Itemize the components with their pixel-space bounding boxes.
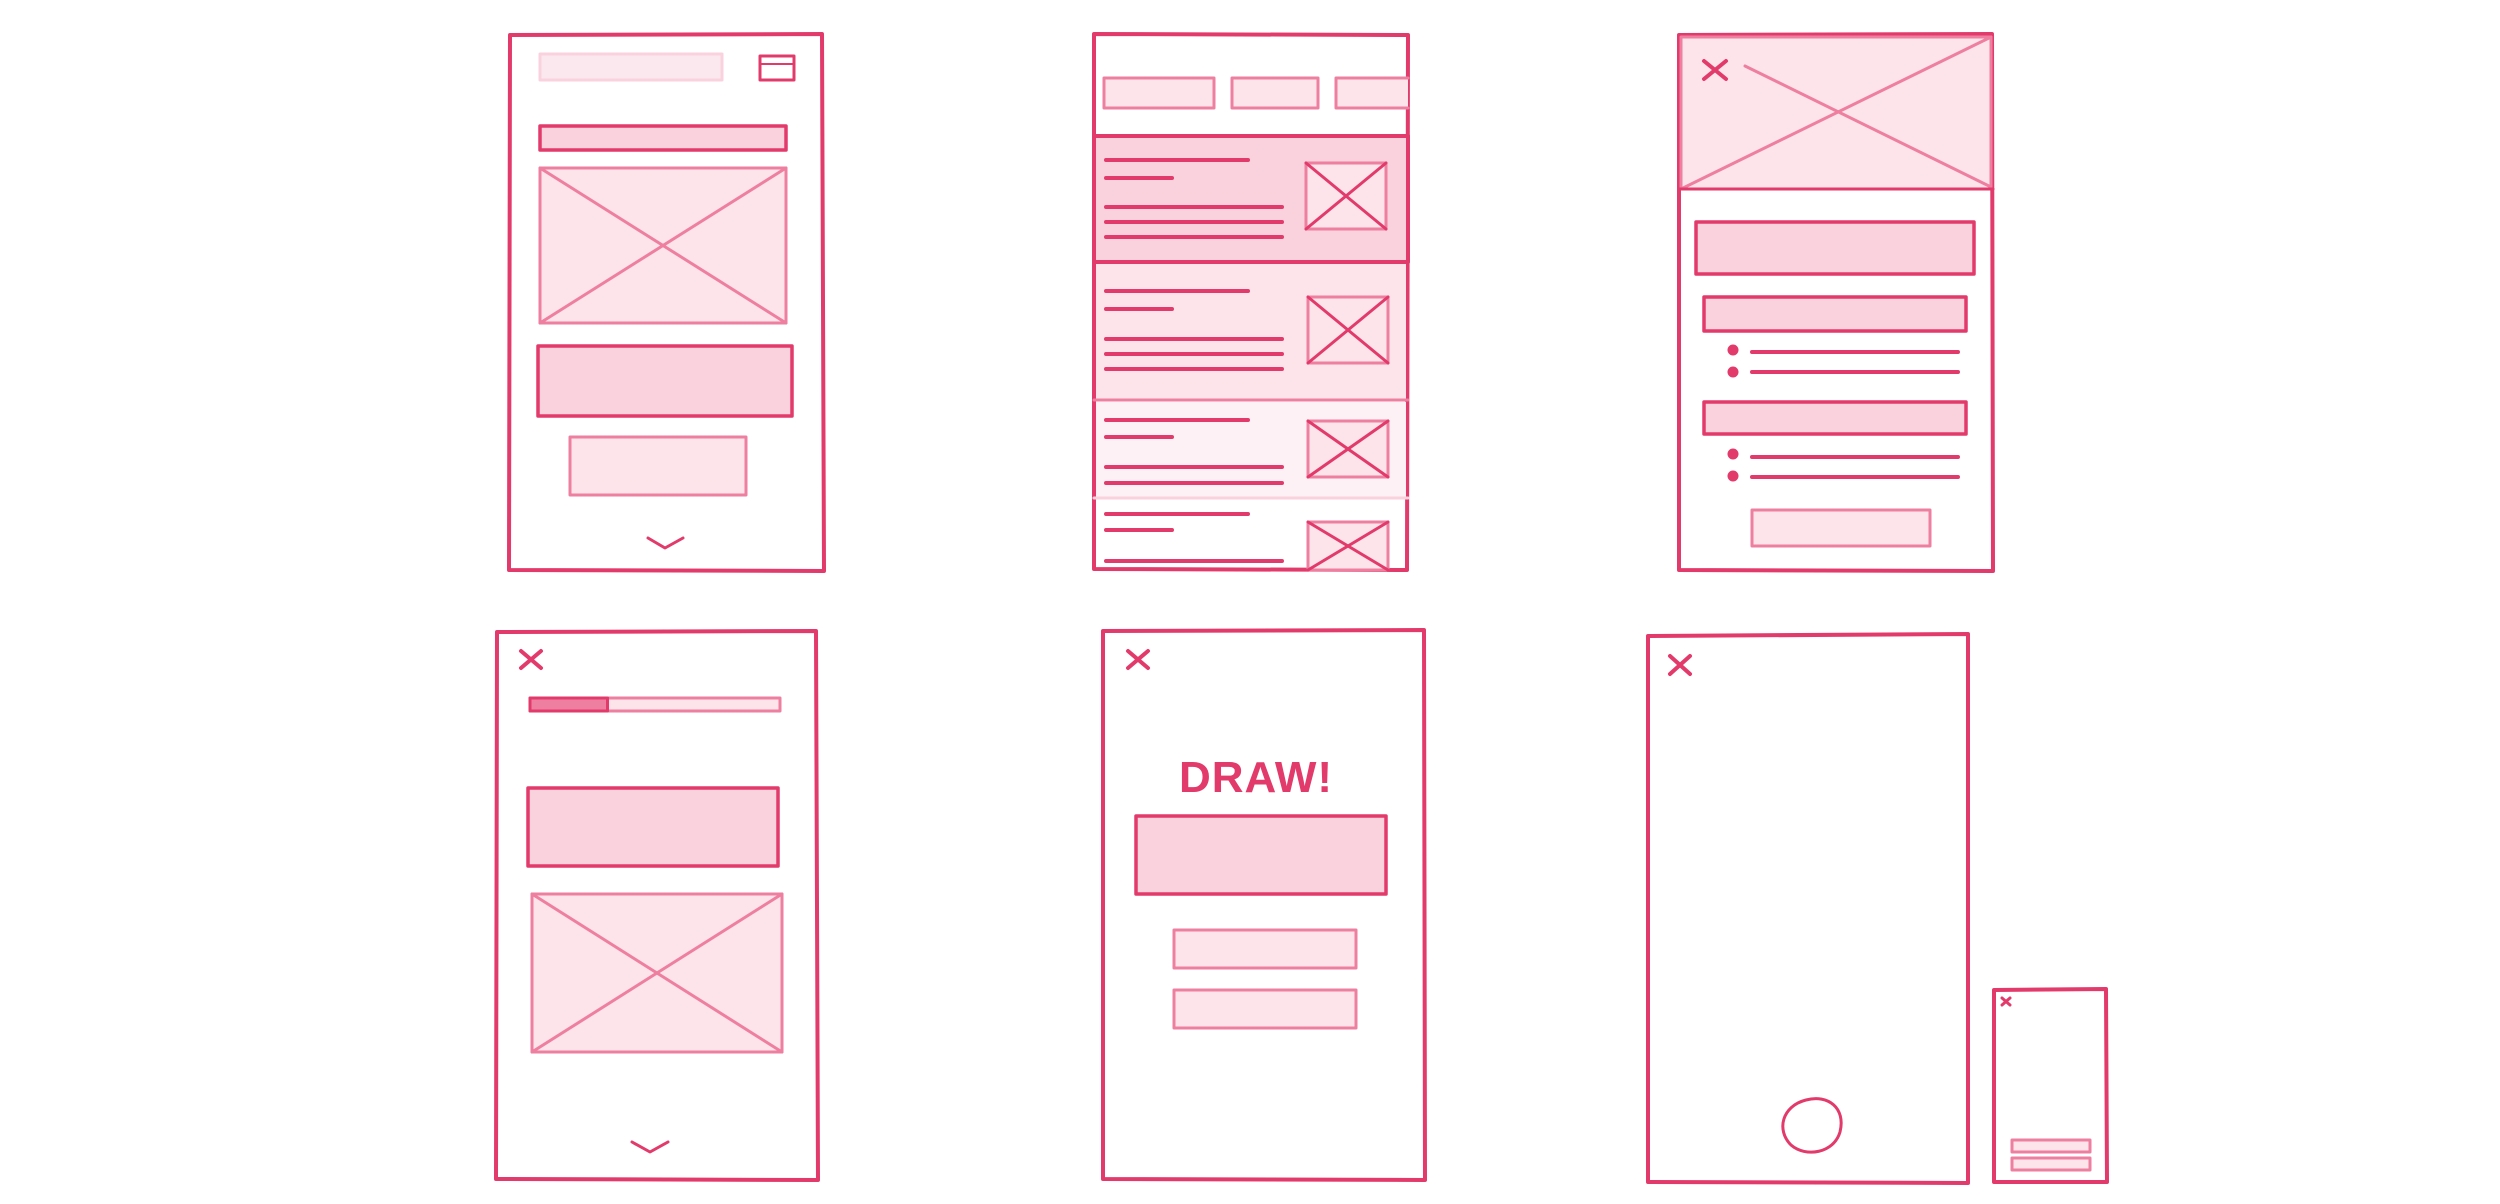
record-button[interactable] bbox=[1781, 1097, 1843, 1154]
thumbnail-placeholder bbox=[1304, 161, 1388, 231]
tab-2[interactable] bbox=[1230, 76, 1320, 110]
hero-image-placeholder bbox=[538, 166, 788, 325]
tab-1[interactable] bbox=[1102, 76, 1216, 110]
phone-frame bbox=[1101, 628, 1427, 1182]
search-bar[interactable] bbox=[538, 52, 724, 82]
action-button[interactable] bbox=[1750, 508, 1932, 548]
thumbnail-placeholder bbox=[1306, 419, 1390, 479]
draw-title: DRAW! bbox=[1179, 753, 1333, 802]
close-icon[interactable] bbox=[2000, 996, 2012, 1007]
screen-quiz bbox=[494, 629, 820, 1182]
thumbnail-placeholder bbox=[1306, 295, 1390, 365]
bullet-list bbox=[1727, 448, 1960, 482]
tab-3[interactable] bbox=[1334, 76, 1410, 110]
title-bar bbox=[538, 124, 788, 152]
header-image-placeholder bbox=[1677, 35, 1995, 191]
section-heading bbox=[1702, 400, 1968, 436]
bullet-list bbox=[1727, 344, 1960, 378]
question-block bbox=[526, 786, 780, 868]
action-button[interactable] bbox=[568, 435, 748, 497]
chevron-down-icon[interactable] bbox=[630, 1140, 670, 1154]
progress-bar bbox=[528, 696, 782, 713]
section-heading bbox=[1702, 295, 1968, 333]
title-block bbox=[1694, 220, 1976, 276]
screen-feed-list bbox=[1092, 32, 1410, 572]
thumbnail-placeholder bbox=[1306, 520, 1390, 572]
list-item[interactable] bbox=[1092, 402, 1410, 500]
drawing-area[interactable] bbox=[1652, 690, 1964, 1090]
option-button[interactable] bbox=[1172, 928, 1358, 970]
screen-draw-prompt: DRAW! bbox=[1101, 628, 1427, 1182]
option-button[interactable] bbox=[1172, 988, 1358, 1030]
list-item[interactable] bbox=[1104, 512, 1390, 572]
close-icon[interactable] bbox=[1668, 654, 1692, 676]
screen-article-detail bbox=[507, 32, 826, 573]
phone-frame bbox=[1992, 987, 2109, 1184]
phone-frame bbox=[1646, 632, 1970, 1185]
close-icon[interactable] bbox=[1126, 649, 1150, 670]
menu-icon[interactable] bbox=[758, 54, 796, 82]
list-item[interactable] bbox=[1092, 264, 1410, 402]
close-icon[interactable] bbox=[1702, 59, 1728, 81]
list-item-selected[interactable] bbox=[1092, 134, 1410, 264]
chevron-down-icon[interactable] bbox=[646, 536, 685, 550]
close-icon[interactable] bbox=[519, 649, 543, 670]
small-button[interactable] bbox=[2010, 1156, 2092, 1172]
screen-mini-preview bbox=[1992, 987, 2109, 1184]
content-block bbox=[536, 344, 794, 418]
small-button[interactable] bbox=[2010, 1138, 2092, 1154]
screen-draw-canvas bbox=[1646, 632, 1970, 1185]
image-placeholder bbox=[530, 892, 784, 1054]
prompt-block bbox=[1134, 814, 1388, 896]
screen-detail-modal bbox=[1677, 32, 1995, 573]
